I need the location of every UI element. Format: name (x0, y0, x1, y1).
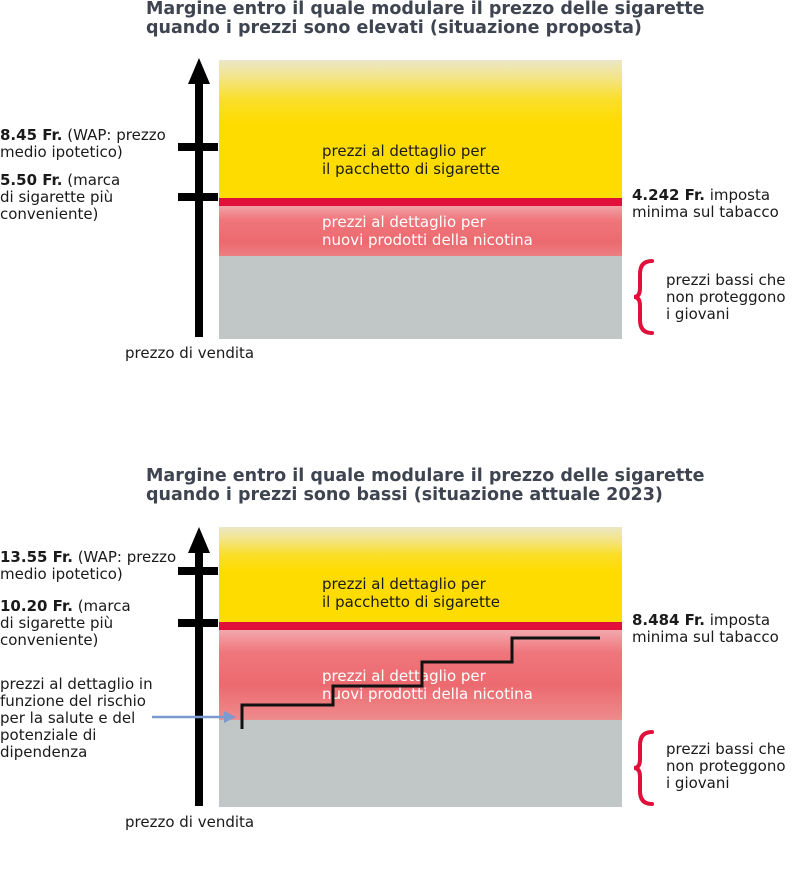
tick-mark-1 (178, 567, 218, 575)
low-price-label: prezzi bassi che non proteggono i giovan… (666, 740, 786, 792)
minimum-tax-label: 4.242 Fr. imposta minima sul tabacco (632, 186, 779, 221)
title-line-2: quando i prezzi sono bassi (situazione a… (146, 485, 663, 505)
panel-top: Margine entro il quale modulare il prezz… (0, 0, 800, 420)
tick-label-2: 5.50 Fr. (marca di sigarette più conveni… (0, 171, 121, 223)
tick-mark-2 (178, 193, 218, 201)
panel-title: Margine entro il quale modulare il prezz… (146, 467, 705, 505)
risk-price-label: prezzi al dettaglio in funzione del risc… (0, 675, 153, 761)
cigarette-zone-label: prezzi al dettaglio per il pacchetto di … (322, 575, 500, 611)
nicotine-zone-label: prezzi al dettaglio per nuovi prodotti d… (322, 213, 533, 249)
axis-line (195, 547, 203, 806)
minimum-tax-line (219, 622, 622, 630)
pointer-arrow-icon (224, 711, 236, 723)
panel-bottom: Margine entro il quale modulare il prezz… (0, 467, 800, 887)
risk-step-line (240, 636, 600, 729)
cigarette-price-zone (219, 527, 622, 625)
axis-arrowhead-icon (188, 58, 210, 84)
axis-line (195, 78, 203, 337)
title-line-1: Margine entro il quale modulare il prezz… (146, 0, 705, 19)
brace-icon (633, 730, 654, 806)
price-axis (178, 527, 218, 806)
minimum-tax-line (219, 198, 622, 206)
cigarette-price-zone (219, 60, 622, 201)
axis-arrowhead-icon (188, 527, 210, 553)
tick-mark-1 (178, 143, 218, 151)
tick-label-2: 10.20 Fr. (marca di sigarette più conven… (0, 597, 131, 649)
tick-mark-2 (178, 619, 218, 627)
nicotine-zone-label: prezzi al dettaglio per nuovi prodotti d… (322, 667, 533, 703)
minimum-tax-label: 8.484 Fr. imposta minima sul tabacco (632, 611, 779, 646)
tick-label-1: 13.55 Fr. (WAP: prezzo medio ipotetico) (0, 548, 177, 583)
price-axis (178, 58, 218, 337)
brace-icon (633, 259, 654, 335)
low-price-zone (219, 720, 622, 807)
price-zones: prezzi al dettaglio per il pacchetto di … (219, 527, 622, 807)
panel-title: Margine entro il quale modulare il prezz… (146, 0, 705, 38)
tick-label-1: 8.45 Fr. (WAP: prezzo medio ipotetico) (0, 126, 166, 161)
low-price-label: prezzi bassi che non proteggono i giovan… (666, 271, 786, 323)
title-line-2: quando i prezzi sono elevati (situazione… (146, 18, 642, 38)
low-price-zone (219, 256, 622, 339)
title-line-1: Margine entro il quale modulare il prezz… (146, 466, 705, 486)
axis-label: prezzo di vendita (125, 344, 255, 362)
risk-staircase (152, 636, 600, 729)
axis-label: prezzo di vendita (125, 813, 255, 831)
cigarette-zone-label: prezzi al dettaglio per il pacchetto di … (322, 142, 500, 178)
price-zones: prezzi al dettaglio per il pacchetto di … (219, 60, 622, 339)
